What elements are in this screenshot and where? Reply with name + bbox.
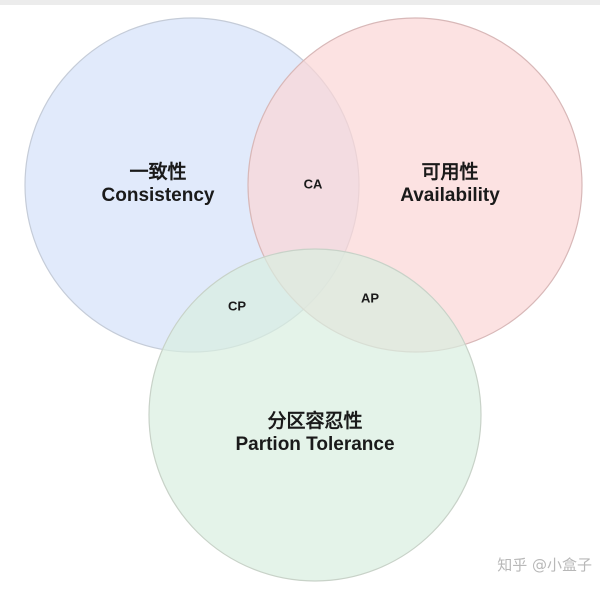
availability-title-en: Availability	[400, 185, 500, 206]
watermark: 知乎 @小盒子	[497, 556, 592, 574]
partition-tolerance-circle	[148, 248, 482, 582]
partition-title-en: Partion Tolerance	[235, 434, 395, 455]
consistency-title-zh: 一致性	[129, 161, 187, 183]
partition-title-zh: 分区容忍性	[267, 410, 363, 432]
top-strip	[0, 0, 600, 5]
ap-label: AP	[360, 290, 380, 306]
partition-tolerance-label: 分区容忍性 Partion Tolerance	[235, 409, 394, 457]
consistency-label: 一致性 Consistency	[102, 160, 215, 208]
cp-label: CP	[227, 298, 247, 314]
availability-title-zh: 可用性	[421, 161, 479, 183]
consistency-title-en: Consistency	[101, 185, 215, 206]
availability-label: 可用性 Availability	[400, 160, 500, 208]
ca-label: CA	[303, 176, 323, 192]
